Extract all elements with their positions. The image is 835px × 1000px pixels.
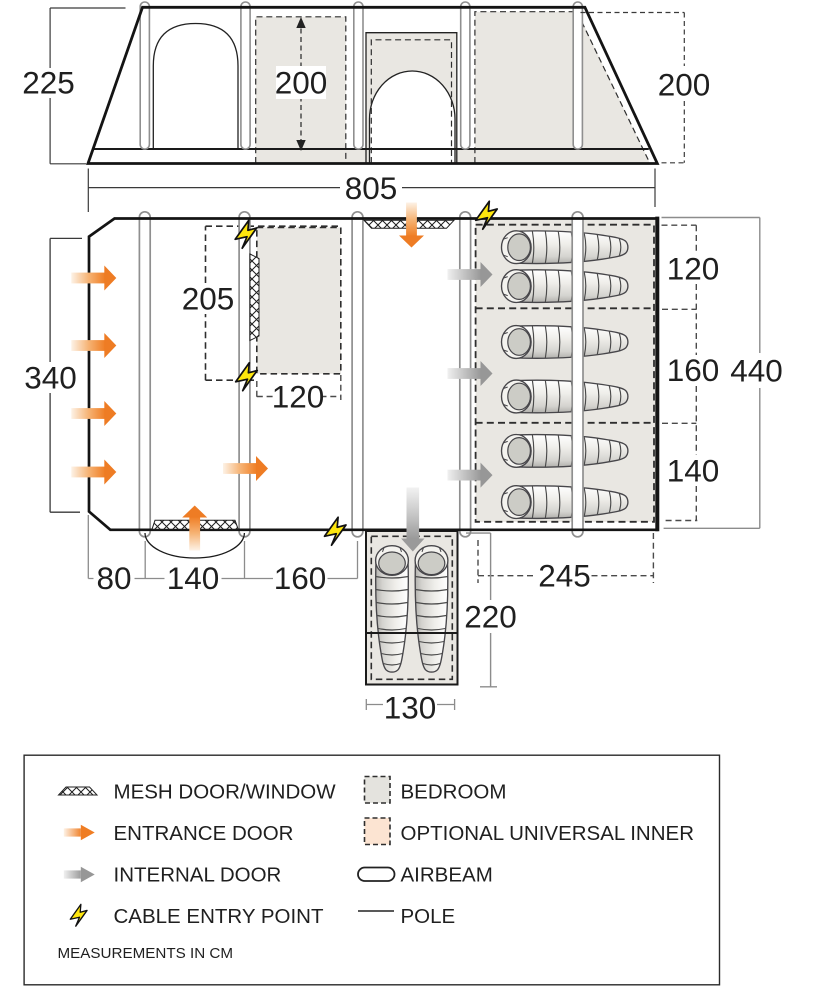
svg-text:OPTIONAL UNIVERSAL INNER: OPTIONAL UNIVERSAL INNER: [401, 822, 695, 845]
svg-text:245: 245: [538, 557, 591, 593]
svg-text:340: 340: [24, 360, 77, 396]
svg-text:120: 120: [667, 250, 720, 286]
svg-text:205: 205: [182, 280, 235, 316]
svg-text:225: 225: [22, 65, 75, 101]
svg-text:MESH DOOR/WINDOW: MESH DOOR/WINDOW: [114, 781, 337, 804]
svg-text:POLE: POLE: [401, 905, 456, 928]
svg-text:BEDROOM: BEDROOM: [401, 781, 507, 804]
svg-text:120: 120: [272, 378, 325, 414]
svg-text:AIRBEAM: AIRBEAM: [401, 864, 493, 887]
svg-text:80: 80: [96, 560, 131, 596]
svg-text:220: 220: [464, 599, 517, 635]
svg-text:INTERNAL DOOR: INTERNAL DOOR: [114, 864, 282, 887]
svg-text:160: 160: [274, 560, 327, 596]
svg-text:805: 805: [345, 170, 398, 206]
svg-text:140: 140: [667, 452, 720, 488]
svg-text:CABLE ENTRY POINT: CABLE ENTRY POINT: [114, 905, 324, 928]
svg-text:200: 200: [658, 67, 711, 103]
svg-text:200: 200: [275, 65, 328, 101]
svg-text:160: 160: [667, 352, 720, 388]
svg-text:ENTRANCE DOOR: ENTRANCE DOOR: [114, 822, 294, 845]
svg-text:130: 130: [384, 689, 437, 725]
svg-text:MEASUREMENTS IN CM: MEASUREMENTS IN CM: [58, 945, 234, 962]
svg-text:140: 140: [167, 560, 220, 596]
svg-text:440: 440: [730, 352, 783, 388]
